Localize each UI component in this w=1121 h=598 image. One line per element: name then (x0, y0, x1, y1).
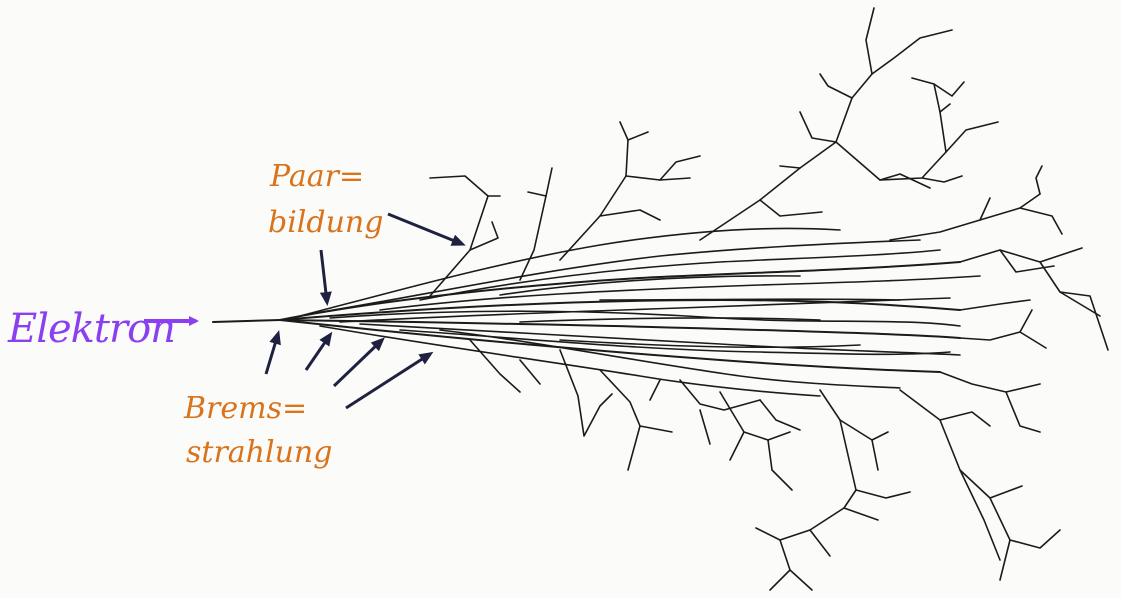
pair-arrow-right (388, 214, 462, 244)
pair-arrow-down (321, 250, 327, 302)
brems-arrow-2 (306, 335, 330, 370)
particle-shower (213, 8, 1108, 590)
pair-production-label-line2: bildung (268, 205, 383, 240)
pair-production-label-line1: Paar= (269, 159, 364, 194)
brems-arrow-1 (266, 334, 278, 374)
brems-arrow-3 (334, 340, 382, 386)
bremsstrahlung-label-line2: strahlung (186, 435, 332, 470)
bremsstrahlung-label-line1: Brems= (183, 391, 307, 426)
electron-label: Elektron (7, 306, 175, 352)
